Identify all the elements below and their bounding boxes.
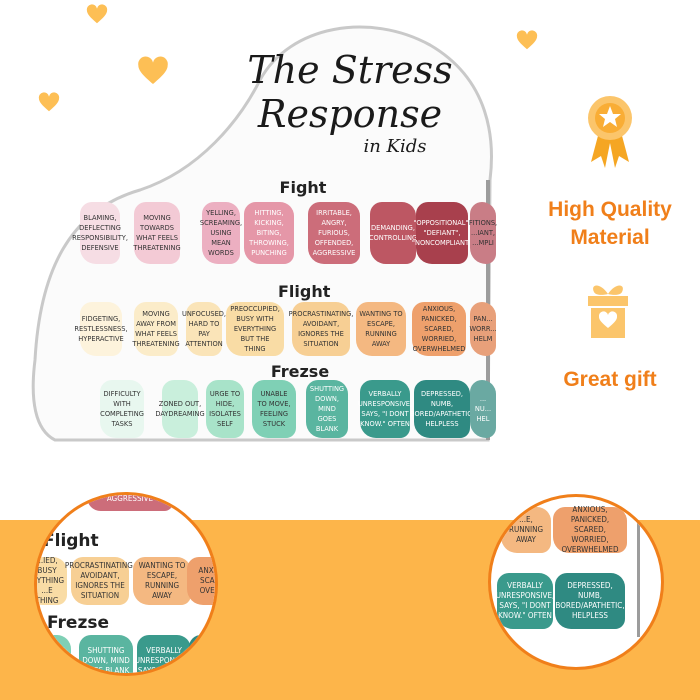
- zoom-left-freeze-item: Verbally unresponsive, says "I dont": [135, 635, 193, 673]
- stress-item-freeze: Shutting down, mind goes blank: [306, 380, 348, 438]
- zoom-left-freeze-item: D...: [189, 635, 215, 673]
- section-heading-flight: Flight: [278, 282, 331, 301]
- zoom-circle-right: ...e, running awayAnxious, panicked, sca…: [488, 494, 664, 670]
- feature-quality-line2: Material: [570, 226, 650, 249]
- zoom-right-freeze-item: Verbally unresponsive, says, "I dont kno…: [496, 573, 554, 629]
- zoom-left-flight-item: Procrastinating, avoidant, ignores the s…: [65, 557, 135, 605]
- stress-item-fight: "Oppositional", "defiant", "noncompliant…: [412, 202, 472, 264]
- zoom-left-freeze-item: ...ble to ...ve, ...ing: [37, 635, 71, 673]
- zoom-left-top-blob: aggressive: [87, 495, 173, 511]
- poster-title-line3: in Kids: [363, 136, 427, 157]
- stress-item-flight: Fidgeting, restlessness, hyperactive: [74, 302, 128, 356]
- poster-title-line2: Response: [257, 92, 443, 136]
- stress-item-fight: Hitting, kicking, biting, throwing, punc…: [244, 202, 294, 264]
- stress-item-flight: Pan... Worr... helm: [469, 302, 497, 356]
- heart-icon: [138, 56, 168, 84]
- stress-item-fight: Yelling, screaming, using mean words: [200, 202, 242, 264]
- stress-item-freeze: Depressed, numb, bored/apathetic, helple…: [410, 380, 474, 438]
- plaque-edge: [637, 497, 640, 637]
- zoom-left-flight-item: Wanting to escape, running away: [133, 557, 191, 605]
- stress-item-fight: Moving towards what feels threatening: [133, 202, 181, 264]
- stress-item-freeze: Urge to hide, isolates self: [206, 380, 244, 438]
- feature-quality-line1: High Quality: [548, 198, 672, 221]
- stress-item-fight: Irritable, angry, furious, offended, agg…: [308, 202, 360, 264]
- section-heading-freeze: Frezse: [270, 362, 330, 381]
- stress-item-fight: Demanding, controlling: [369, 202, 417, 264]
- poster-title-line1: The Stress: [247, 48, 453, 92]
- stress-item-freeze: ... nu... hel: [470, 380, 496, 438]
- stress-item-flight: Wanting to escape, running away: [356, 302, 406, 356]
- feature-gift-label: Great gift: [563, 368, 657, 391]
- heart-icon: [38, 92, 60, 112]
- stress-item-flight: Unfocused, hard to pay attention: [182, 302, 226, 356]
- heart-icon: [86, 4, 108, 24]
- zoom-circle-left: aggressive Flight Frezse ...ied, busy ..…: [34, 492, 218, 676]
- stress-item-flight: Preoccupied, busy with everything but th…: [226, 302, 284, 356]
- zoom-right-freeze-item: Depressed, numb, bored/apathetic, helple…: [555, 573, 625, 629]
- heart-icon: [516, 30, 538, 50]
- stress-item-flight: Anxious, panicked, scared, worried, over…: [412, 302, 466, 356]
- stress-item-flight: Procrastinating, avoidant, ignores the s…: [289, 302, 353, 356]
- stress-item-freeze: Unable to move, feeling stuck: [252, 380, 296, 438]
- section-heading-fight: Fight: [279, 178, 327, 197]
- zoom-right-flight-item: Anxious, panicked, scared, worried, over…: [553, 505, 627, 554]
- stress-item-fight: Blaming, deflecting responsibility, defe…: [72, 202, 128, 264]
- gift-icon: [584, 280, 632, 342]
- stress-item-fight: Fitions, ...iant, ...mpli: [469, 202, 497, 264]
- feature-quality-label: High Quality Material: [524, 196, 696, 252]
- stress-item-freeze: Verbally unresponsive, says, "I dont kno…: [358, 380, 412, 438]
- zoom-left-heading-flight: Flight: [43, 531, 99, 551]
- heart-plaque: The Stress Response in Kids Fight Flight…: [30, 20, 500, 450]
- medal-icon: [585, 92, 635, 172]
- stress-item-freeze: Difficulty with completing tasks: [100, 380, 144, 438]
- zoom-right-flight-item: ...e, running away: [501, 507, 551, 553]
- zoom-left-flight-item: Anxious, scared, overw...: [187, 557, 215, 605]
- stress-item-freeze: Zoned out, daydreaming: [155, 380, 205, 438]
- zoom-left-freeze-item: Shutting down, mind goes blank: [79, 635, 133, 673]
- zoom-left-heading-freeze: Frezse: [47, 613, 109, 633]
- stress-item-flight: Moving away from what feels threatening: [132, 302, 180, 356]
- zoom-left-flight-item: ...ied, busy ...ything ...e thing: [37, 556, 67, 605]
